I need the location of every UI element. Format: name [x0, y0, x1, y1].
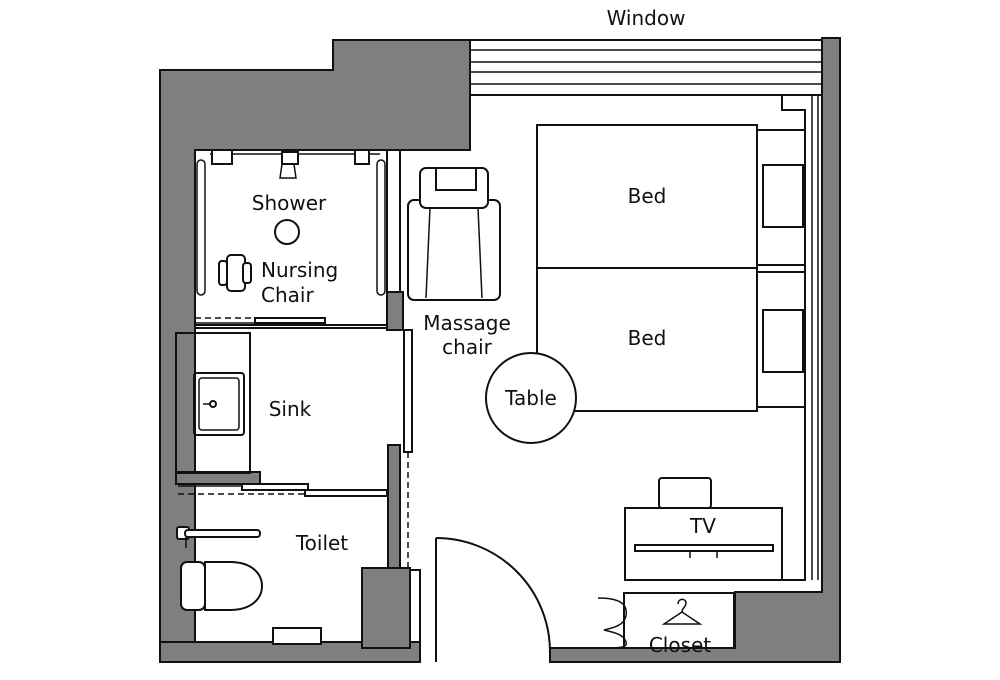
sink-label: Sink — [269, 397, 312, 421]
nursing-chair-label-1: Nursing — [261, 258, 338, 282]
toilet-area — [176, 526, 322, 645]
sink-area — [175, 327, 388, 497]
bed-2 — [536, 267, 758, 412]
window — [469, 39, 823, 96]
bed-1 — [536, 124, 758, 269]
shower-drain — [274, 219, 300, 245]
massage-chair-label-1: Massage — [423, 311, 511, 335]
toilet-paper-holder — [272, 627, 322, 645]
toilet-label: Toilet — [295, 531, 348, 555]
right-wall-frame — [781, 95, 819, 581]
hanger-icon — [661, 598, 703, 625]
massage-chair-icon — [407, 167, 501, 301]
bathroom-sliding-door — [399, 150, 413, 570]
closet — [597, 592, 735, 649]
toilet-icon — [180, 561, 264, 611]
closet-label: Closet — [649, 633, 711, 657]
shower-label: Shower — [252, 191, 327, 215]
entrance-door — [435, 537, 551, 662]
beds — [536, 124, 806, 412]
bed-2-label: Bed — [628, 326, 667, 350]
wall-partition-stub — [386, 291, 404, 331]
nursing-chair-icon — [218, 254, 252, 292]
shower-area — [194, 149, 388, 326]
bed-1-label: Bed — [628, 184, 667, 208]
window-label: Window — [607, 6, 686, 30]
nursing-chair-label-2: Chair — [261, 283, 314, 307]
sink-basin — [193, 372, 245, 436]
massage-chair-label-2: chair — [442, 335, 492, 359]
table-label: Table — [504, 386, 557, 410]
tv-desk — [624, 477, 783, 581]
wall-bottom-left — [159, 444, 421, 663]
table-icon — [485, 352, 577, 444]
wall-toilet-pillar — [361, 567, 411, 649]
tv-label: TV — [689, 514, 716, 538]
